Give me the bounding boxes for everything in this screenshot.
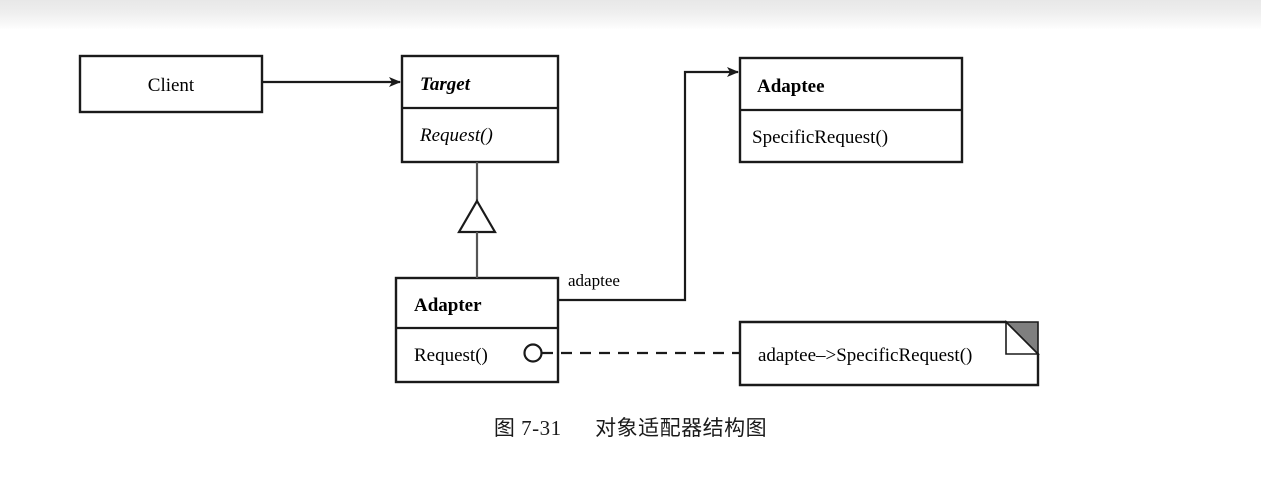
class-box-adapter[interactable]: Adapter Request() xyxy=(394,276,560,384)
class-box-target[interactable]: Target Request() xyxy=(400,54,560,164)
scan-gradient-band xyxy=(0,0,1261,30)
note-anchor-circle xyxy=(523,343,543,363)
adaptee-operation-specificrequest: SpecificRequest() xyxy=(752,127,888,148)
relation-adapter-note xyxy=(523,343,740,363)
note-text-label: adaptee–>SpecificRequest() xyxy=(758,345,972,366)
adaptee-role-label: adaptee xyxy=(568,271,620,290)
adapter-box-outline xyxy=(394,276,560,384)
adaptee-association-path xyxy=(558,67,739,302)
client-box-outline xyxy=(78,54,264,114)
note-box[interactable]: adaptee–>SpecificRequest() xyxy=(738,320,1040,387)
target-operation-request: Request() xyxy=(419,125,493,146)
relation-adapter-adaptee: adaptee xyxy=(558,67,739,302)
generalization-hollow-triangle xyxy=(457,198,497,234)
figure-number: 图 7-31 xyxy=(493,416,562,440)
figure-caption: 图 7-31 对象适配器结构图 xyxy=(0,412,1261,442)
relation-adapter-target-generalization xyxy=(457,162,497,278)
note-fold-underside xyxy=(1005,320,1040,355)
class-box-adaptee[interactable]: Adaptee SpecificRequest() xyxy=(738,56,964,164)
target-name-label: Target xyxy=(420,74,471,95)
adapter-operation-request: Request() xyxy=(414,345,488,366)
adapter-name-label: Adapter xyxy=(414,295,482,316)
class-box-client[interactable]: Client xyxy=(78,54,264,114)
adaptee-name-label: Adaptee xyxy=(757,76,825,97)
figure-title: 对象适配器结构图 xyxy=(595,416,768,440)
client-name-label: Client xyxy=(148,75,195,96)
note-box-outline xyxy=(738,320,1040,387)
